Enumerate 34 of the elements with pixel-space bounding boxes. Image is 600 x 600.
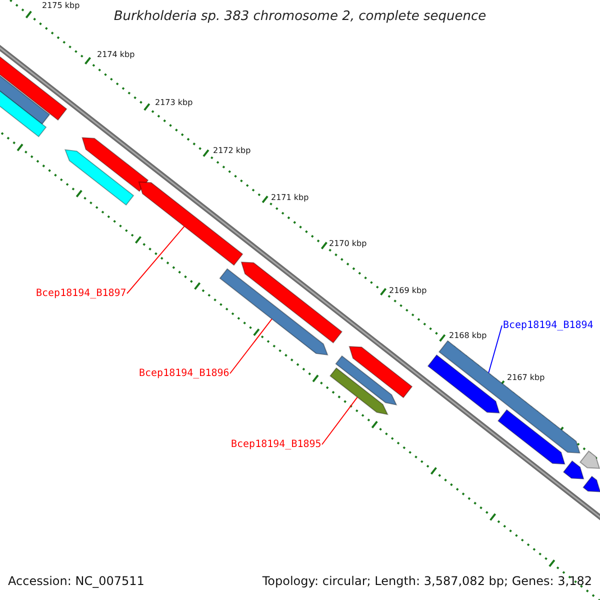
gene-label: Bcep18194_B1895 (231, 439, 322, 450)
gene-label: Bcep18194_B1896 (139, 368, 230, 379)
gene-feature (240, 262, 343, 344)
gene-feature (138, 182, 244, 266)
gene-label: Bcep18194_B1894 (503, 320, 594, 331)
scale-label: 2169 kbp (389, 287, 427, 296)
scale-label: 2170 kbp (329, 240, 367, 249)
gene-feature (329, 367, 389, 416)
gene-label: Bcep18194_B1897 (36, 288, 126, 299)
gene-feature (562, 460, 584, 480)
scale-label: 2171 kbp (271, 194, 309, 203)
gene-feature (427, 354, 500, 414)
leader-line (230, 318, 272, 374)
gene-feature (64, 149, 134, 206)
genome-summary-text: Topology: circular; Length: 3,587,082 bp; Genes: 3,182 (262, 575, 592, 588)
scale-label: 2167 kbp (507, 374, 545, 383)
accession-text: Accession: NC_007511 (8, 575, 144, 588)
leader-line (488, 325, 502, 374)
gene-feature (438, 340, 580, 454)
leader-line (322, 396, 358, 445)
gene-feature (582, 476, 600, 492)
gene-feature (219, 268, 328, 356)
leader-line (126, 226, 185, 294)
scale-label: 2168 kbp (449, 332, 487, 341)
title: Burkholderia sp. 383 chromosome 2, complete sequence (112, 10, 488, 24)
scale-label: 2174 kbp (97, 51, 135, 60)
gene-feature (348, 346, 413, 398)
scale-label: 2172 kbp (213, 147, 251, 156)
scale-label: 2173 kbp (155, 99, 193, 108)
gene-feature (497, 409, 566, 465)
scale-label: 2175 kbp (42, 2, 80, 11)
gene-feature (579, 450, 600, 469)
gene-feature (335, 355, 398, 406)
gene-feature (82, 137, 149, 192)
